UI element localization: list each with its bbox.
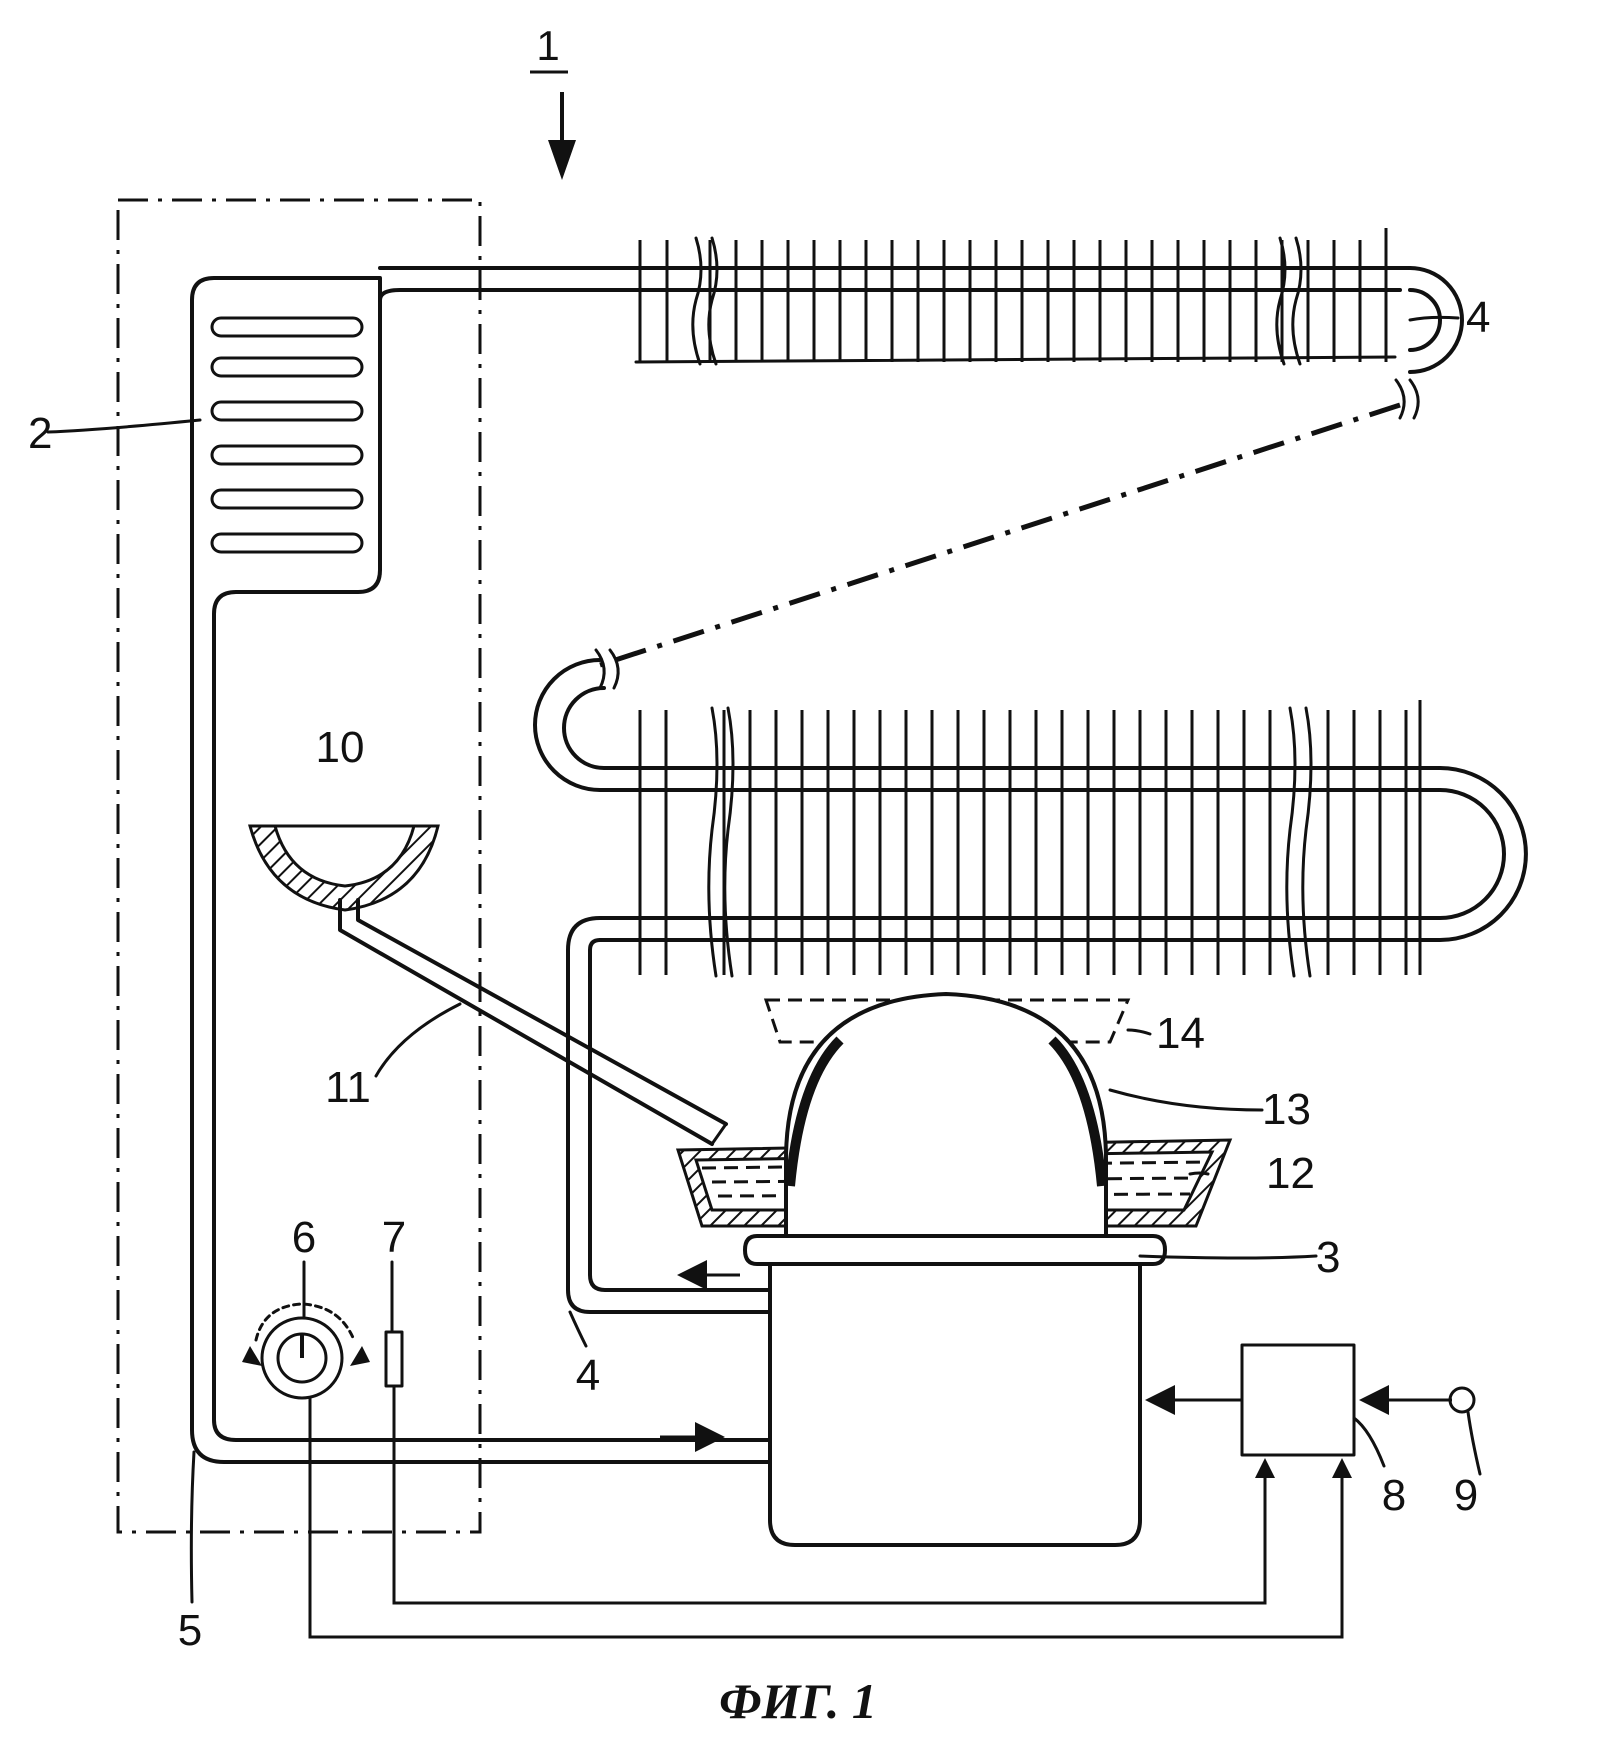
control-wiring [308, 1386, 1352, 1639]
leader-lines [46, 315, 1482, 1604]
condenser-outlet-tube [566, 916, 772, 1314]
label-4-bottom: 4 [576, 1351, 600, 1400]
condenser-bottom [533, 658, 1528, 978]
label-14: 14 [1156, 1009, 1205, 1058]
power-input-terminal [1448, 1386, 1476, 1414]
label-12: 12 [1266, 1149, 1315, 1198]
figure-caption: ФИГ. 1 [719, 1673, 877, 1729]
label-11: 11 [325, 1063, 371, 1112]
label-7: 7 [382, 1213, 406, 1262]
label-2: 2 [28, 409, 52, 458]
heating-element [785, 1036, 1107, 1187]
label-3: 3 [1316, 1233, 1340, 1282]
label-9: 9 [1454, 1471, 1478, 1520]
label-13: 13 [1262, 1085, 1311, 1134]
label-10: 10 [316, 723, 365, 772]
temperature-sensor [384, 1330, 404, 1388]
control-unit [1240, 1343, 1356, 1457]
evaporator-plate [190, 276, 1402, 1464]
label-1: 1 [536, 22, 559, 69]
compressor [742, 991, 1168, 1547]
thermostat-knob [242, 1302, 370, 1400]
reference-arrow-1: 1 [530, 22, 576, 180]
condenser-break-line [599, 402, 1401, 668]
cabinet-boundary [116, 198, 482, 1534]
label-8: 8 [1382, 1471, 1406, 1520]
drain-tube [338, 898, 714, 1146]
label-6: 6 [292, 1213, 316, 1262]
fan-dashed [763, 998, 1131, 1044]
label-5: 5 [178, 1606, 202, 1655]
drip-collector [248, 824, 440, 912]
condenser-top [378, 228, 1464, 374]
label-4-top: 4 [1466, 293, 1490, 342]
